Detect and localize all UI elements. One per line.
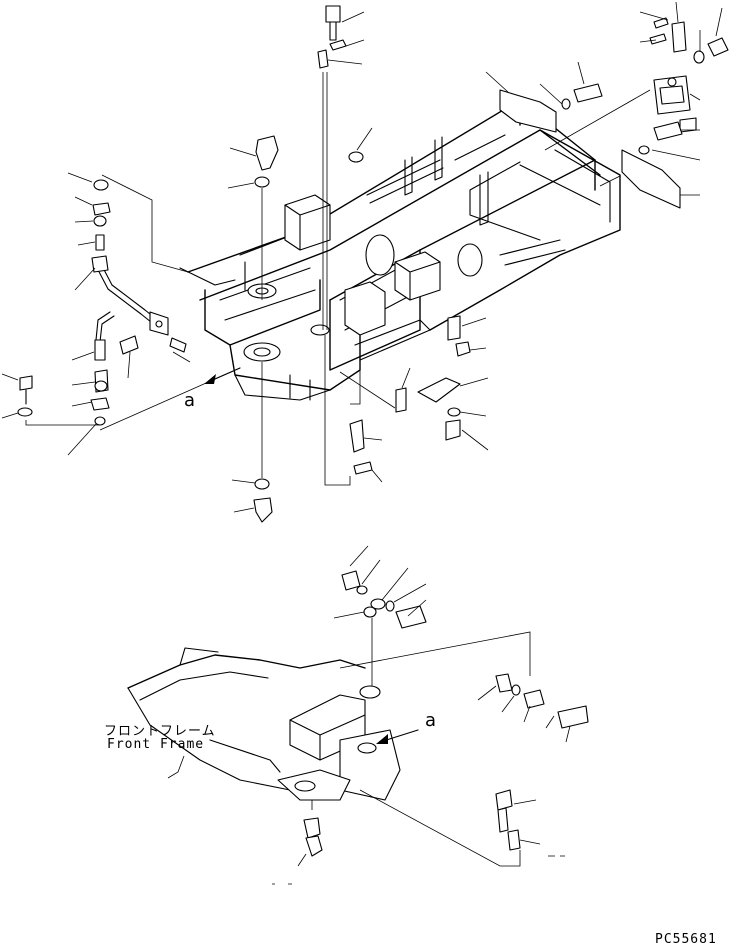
right-hardware-stack (324, 315, 489, 486)
drawing-code: PC55681 (655, 932, 717, 947)
brake-tube (95, 261, 169, 343)
rear-frame (179, 99, 621, 401)
front-frame-label-jp: フロントフレーム (104, 724, 216, 739)
front-frame (127, 618, 419, 801)
top-center-fasteners (317, 5, 373, 330)
front-hardware (272, 545, 589, 885)
grease-fitting-upper (227, 135, 279, 300)
view-arrow-label-top: a (184, 390, 196, 411)
top-right-parts (485, 1, 729, 209)
grease-fitting-lower (204, 362, 273, 523)
front-frame-label-en: Front Frame (107, 737, 205, 752)
view-arrow-label-bottom: a (425, 710, 437, 731)
left-hardware-stack (1, 172, 241, 456)
